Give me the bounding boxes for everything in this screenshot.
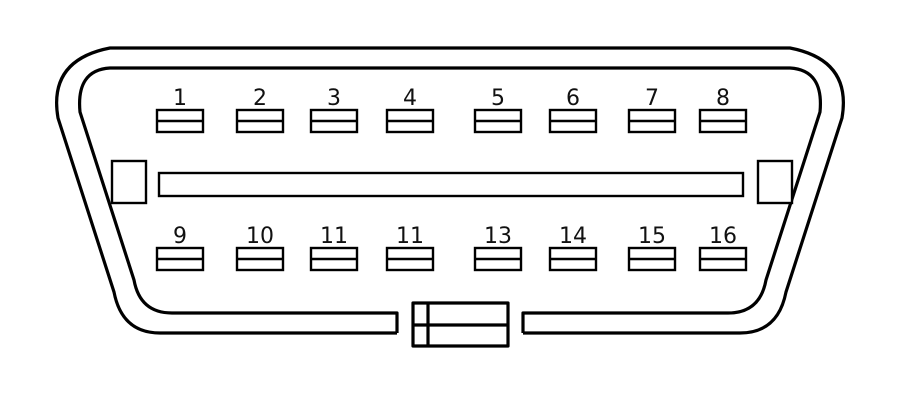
pin-label: 8 <box>716 86 730 111</box>
pin-label: 1 <box>173 86 187 111</box>
right-key-block <box>756 159 794 205</box>
pin-label: 7 <box>645 86 659 111</box>
pin-label: 10 <box>246 224 274 249</box>
pin-label: 3 <box>327 86 341 111</box>
pin-13: 13 <box>473 224 523 272</box>
pin-10: 10 <box>235 224 285 272</box>
pin-label: 16 <box>709 224 737 249</box>
pin-label: 4 <box>403 86 417 111</box>
pin-3: 3 <box>309 86 359 134</box>
connector-outer-outline <box>55 46 845 335</box>
pin-label: 13 <box>484 224 512 249</box>
pin-label: 15 <box>638 224 666 249</box>
pin-4: 4 <box>385 86 435 134</box>
pin-label: 2 <box>253 86 267 111</box>
pin-label: 9 <box>173 224 187 249</box>
pin-11: 11 <box>309 224 359 272</box>
pin-5: 5 <box>473 86 523 134</box>
left-key-block <box>110 159 148 205</box>
pin-16: 16 <box>698 224 748 272</box>
pin-label: 11 <box>320 224 348 249</box>
pin-8: 8 <box>698 86 748 134</box>
pin-label: 5 <box>491 86 505 111</box>
pin-2: 2 <box>235 86 285 134</box>
pin-label: 11 <box>396 224 424 249</box>
locking-tab <box>411 301 510 348</box>
pin-7: 7 <box>627 86 677 134</box>
pin-12: 11 <box>385 224 435 272</box>
pin-15: 15 <box>627 224 677 272</box>
pin-label: 14 <box>559 224 587 249</box>
pin-14: 14 <box>548 224 598 272</box>
center-slot <box>157 171 745 198</box>
pin-9: 9 <box>155 224 205 272</box>
pin-1: 1 <box>155 86 205 134</box>
connector-inner-outline <box>77 66 823 333</box>
pin-label: 6 <box>566 86 580 111</box>
pin-6: 6 <box>548 86 598 134</box>
